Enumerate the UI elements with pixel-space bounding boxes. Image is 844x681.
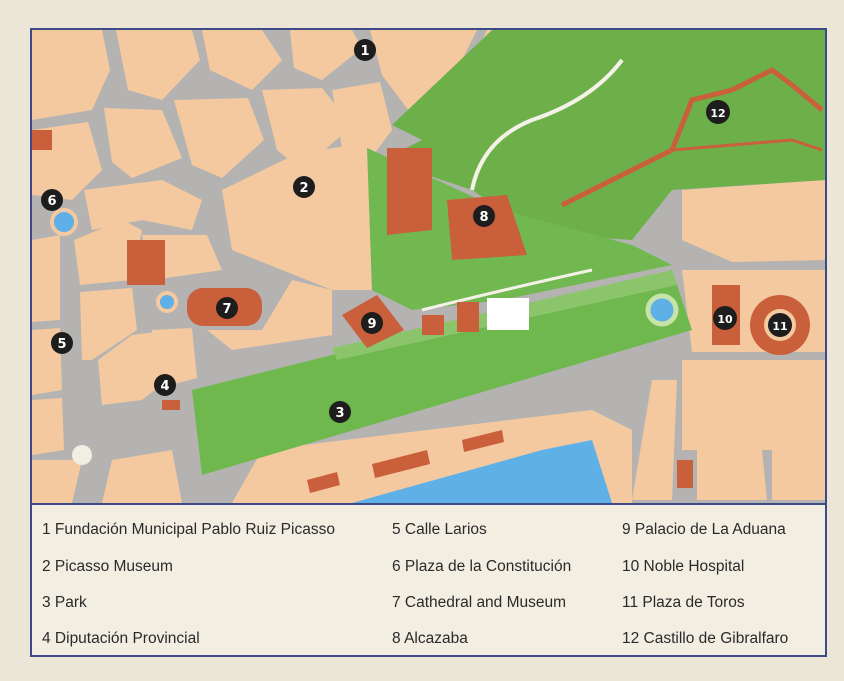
roundabout [72, 445, 92, 465]
roundabout [50, 208, 78, 236]
roundabout [645, 293, 679, 327]
city-block [632, 380, 677, 500]
marker-1[interactable]: 1 [354, 39, 376, 61]
city-block [84, 180, 202, 230]
marker-10-label: 10 [717, 313, 733, 326]
marker-3[interactable]: 3 [329, 401, 351, 423]
marker-7[interactable]: 7 [216, 297, 238, 319]
legend-item-7: 7 Cathedral and Museum [392, 594, 567, 611]
marker-12[interactable]: 12 [706, 100, 730, 124]
city-block [32, 460, 82, 503]
city-block [80, 288, 137, 360]
map-legend: 1 Fundación Municipal Pablo Ruiz Picasso… [32, 503, 825, 655]
marker-8-label: 8 [479, 210, 488, 225]
landmark-building [462, 430, 504, 452]
marker-11-label: 11 [772, 320, 787, 333]
city-block [697, 450, 767, 500]
city-block [772, 450, 825, 500]
park-strip [192, 270, 692, 475]
city-map: 1 2 3 4 5 6 7 8 9 10 11 12 [32, 30, 825, 503]
marker-4-label: 4 [160, 379, 169, 394]
landmark-building [127, 240, 165, 285]
legend-item-8: 8 Alcazaba [392, 630, 468, 647]
castle-walls [560, 67, 824, 208]
legend-item-12: 12 Castillo de Gibralfaro [622, 630, 789, 647]
city-block [174, 98, 264, 178]
marker-11[interactable]: 11 [768, 313, 792, 337]
landmark-building [422, 315, 444, 335]
city-block [102, 450, 182, 503]
gibralfaro-hill-park [382, 30, 825, 240]
legend-item-3: 3 Park [42, 594, 87, 611]
landmark-building [677, 460, 693, 488]
city-block [32, 30, 110, 120]
alcazaba-gardens [367, 148, 672, 310]
legend-item-5: 5 Calle Larios [392, 521, 487, 538]
city-block [202, 30, 282, 90]
city-block [682, 180, 825, 262]
legend-item-2: 2 Picasso Museum [42, 558, 173, 575]
legend-item-6: 6 Plaza de la Constitución [392, 558, 572, 575]
legend-item-11: 11 Plaza de Toros [622, 594, 745, 611]
city-block [262, 88, 352, 170]
marker-9-label: 9 [367, 317, 376, 332]
marker-5[interactable]: 5 [51, 332, 73, 354]
marker-1-label: 1 [360, 44, 369, 59]
landmark-building [32, 130, 52, 150]
hill-path [470, 58, 624, 191]
castle-walls-inner [671, 138, 823, 152]
marker-10[interactable]: 10 [713, 306, 737, 330]
city-block [116, 30, 200, 100]
marker-8[interactable]: 8 [473, 205, 495, 227]
city-block [222, 142, 372, 290]
legend-item-1: 1 Fundación Municipal Pablo Ruiz Picasso [42, 521, 335, 538]
city-block [74, 220, 142, 285]
alcazaba-building [447, 195, 527, 260]
legend-item-9: 9 Palacio de La Aduana [622, 521, 786, 538]
legend-item-10: 10 Noble Hospital [622, 558, 745, 575]
marker-6-label: 6 [47, 194, 56, 209]
city-block [104, 108, 182, 178]
roundabout [156, 291, 178, 313]
landmark-building [372, 450, 430, 478]
city-block [207, 280, 332, 350]
marker-7-label: 7 [222, 302, 231, 317]
markers: 1 2 3 4 5 6 7 8 9 10 11 12 [41, 39, 792, 423]
map-frame: 1 2 3 4 5 6 7 8 9 10 11 12 1 Fundación M… [30, 28, 827, 657]
marker-4[interactable]: 4 [154, 374, 176, 396]
city-block [32, 235, 60, 322]
marker-2[interactable]: 2 [293, 176, 315, 198]
city-block [370, 30, 477, 115]
marker-3-label: 3 [335, 406, 344, 421]
marker-12-label: 12 [710, 107, 725, 120]
marker-9[interactable]: 9 [361, 312, 383, 334]
marker-5-label: 5 [57, 337, 66, 352]
legend-item-4: 4 Diputación Provincial [42, 630, 200, 647]
city-block [682, 360, 825, 450]
diputacion-building [162, 400, 180, 410]
marker-2-label: 2 [299, 181, 308, 196]
marker-6[interactable]: 6 [41, 189, 63, 211]
city-block [32, 398, 64, 455]
landmark-building [457, 302, 479, 332]
city-block [290, 30, 362, 80]
plaza-area [487, 298, 529, 330]
landmark-building [307, 472, 340, 493]
landmark-building [387, 148, 432, 235]
garden-path [421, 268, 593, 312]
harbour-water [352, 440, 612, 503]
